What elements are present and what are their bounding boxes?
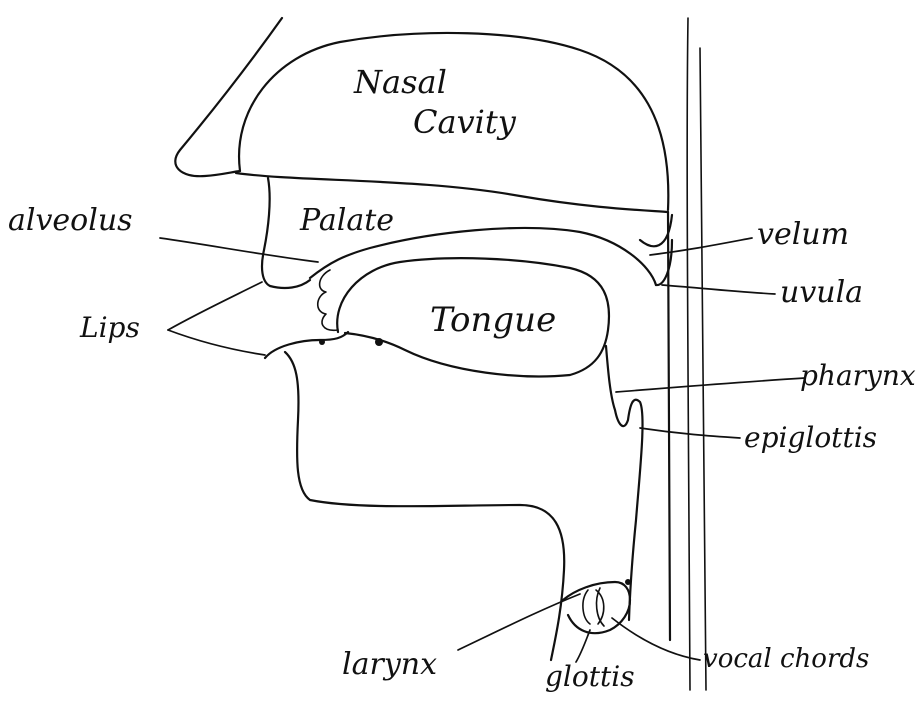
palate-label: Palate xyxy=(300,206,394,236)
lip-dot-1 xyxy=(319,339,325,345)
epiglottis-label: epiglottis xyxy=(744,424,877,452)
uvula-leader xyxy=(662,285,775,294)
pharynx-front-wall xyxy=(606,346,643,620)
lips-leader-upper xyxy=(168,282,262,330)
pharynx-leader xyxy=(616,378,805,392)
vocal-chords-label: vocal chords xyxy=(703,646,869,672)
glottis-leader xyxy=(576,630,590,662)
velum-label: velum xyxy=(757,220,849,250)
larynx-leader xyxy=(458,594,580,650)
cavity-label: Cavity xyxy=(413,106,516,138)
glottis-label: glottis xyxy=(545,663,635,691)
pharynx-label: pharynx xyxy=(800,362,916,390)
upper-teeth xyxy=(318,270,338,330)
nasal-label: Nasal xyxy=(354,66,447,98)
alveolus-leader xyxy=(160,238,318,262)
lips-leader-lower xyxy=(168,330,265,355)
epiglottis-leader xyxy=(640,428,740,438)
larynx-label: larynx xyxy=(342,650,437,680)
vocal-chords-leader xyxy=(612,618,700,660)
vocal-folds xyxy=(583,588,604,626)
alveolus-label: alveolus xyxy=(8,206,133,236)
tongue-label: Tongue xyxy=(430,303,556,337)
lips-label: Lips xyxy=(80,314,140,342)
lower-face-outline xyxy=(265,332,564,660)
lip-dot-2 xyxy=(375,338,383,346)
nose-outline xyxy=(175,18,282,176)
posterior-wall xyxy=(668,212,670,640)
spine-line-2 xyxy=(700,48,706,690)
uvula-label: uvula xyxy=(780,278,863,308)
spine-line-1 xyxy=(687,18,690,690)
larynx-dot xyxy=(625,579,631,585)
